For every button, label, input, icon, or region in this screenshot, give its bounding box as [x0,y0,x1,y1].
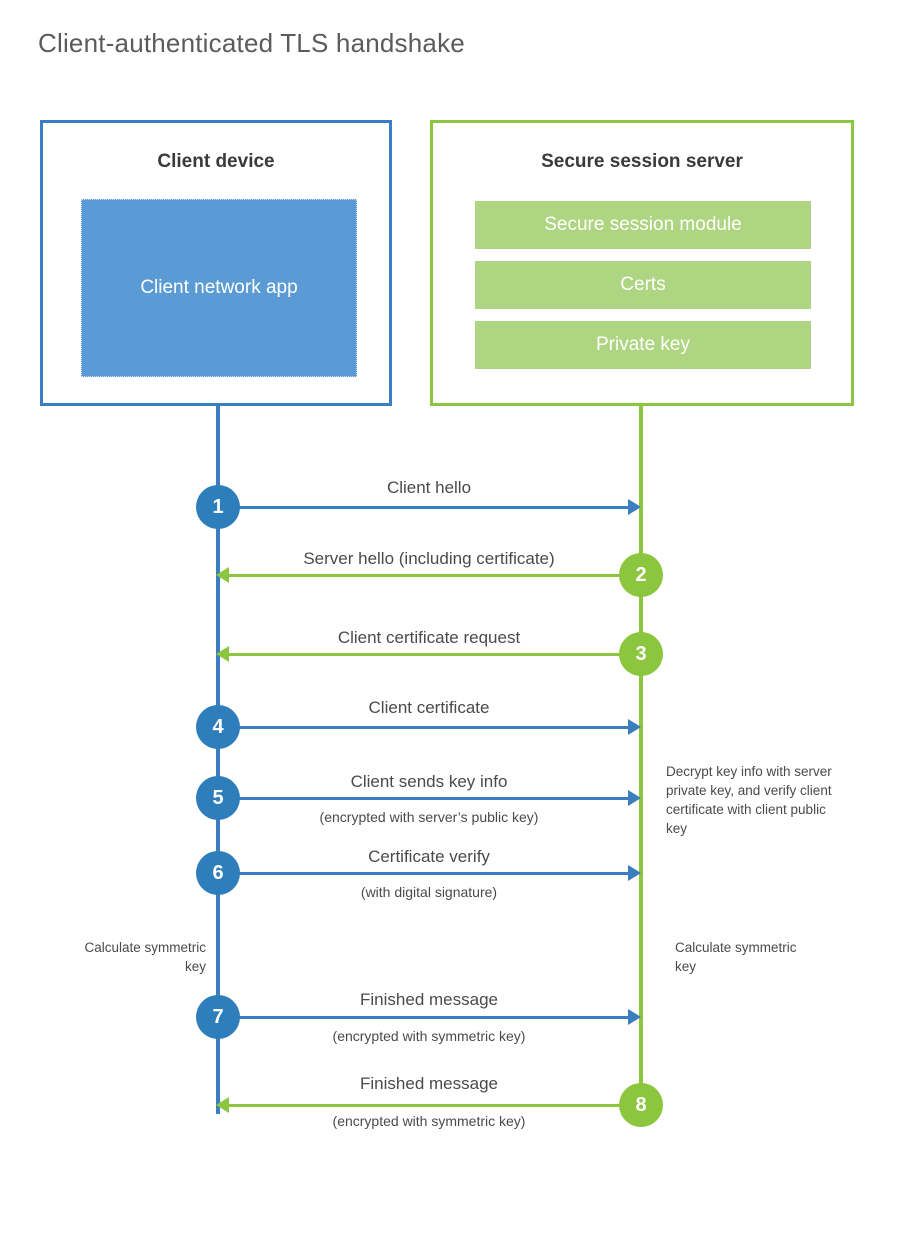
secure-session-server-title: Secure session server [541,151,743,172]
server-component-certs: Certs [475,261,811,309]
message-3-arrow-head [216,646,229,662]
step-badge-2: 2 [619,553,663,597]
message-6-arrow-line [218,872,630,875]
step-badge-4: 4 [196,705,240,749]
message-1-label: Client hello [386,478,472,497]
message-1-arrow-head [628,499,641,515]
secure-session-server-box: Secure session server Secure session mod… [430,120,854,406]
message-2-label: Server hello (including certificate) [303,549,555,568]
step-badge-1: 1 [196,485,240,529]
message-8-arrow-line [228,1104,641,1107]
message-3-label: Client certificate request [337,628,521,647]
server-calculate-symmetric-key-note: Calculate symmetric key [675,940,797,975]
message-2-arrow-line [228,574,641,577]
message-7-label: Finished message [360,990,498,1009]
message-8-sublabel: (encrypted with symmetric key) [332,1113,526,1129]
message-5-label: Client sends key info [350,772,508,791]
step-badge-7: 7 [196,995,240,1039]
server-component-label: Private key [596,334,690,355]
message-8-label: Finished message [360,1074,498,1093]
client-device-box: Client device Client network app [40,120,392,406]
server-component-stack: Secure session module Certs Private key [475,201,811,381]
message-7-sublabel: (encrypted with symmetric key) [332,1028,526,1044]
message-4-arrow-head [628,719,641,735]
message-4-arrow-line [218,726,630,729]
server-lifeline [639,406,643,1106]
step-badge-5: 5 [196,776,240,820]
message-8-arrow-head [216,1097,229,1113]
message-5-sublabel: (encrypted with server’s public key) [319,809,539,825]
step-badge-8: 8 [619,1083,663,1127]
client-lifeline [216,406,220,1114]
server-decrypt-note: Decrypt key info with server private key… [666,764,832,837]
message-7-arrow-line [218,1016,630,1019]
message-4-label: Client certificate [368,698,490,717]
message-6-arrow-head [628,865,641,881]
message-3-arrow-line [228,653,641,656]
client-network-app-block: Client network app [81,199,357,377]
message-1-arrow-line [218,506,630,509]
client-network-app-label: Client network app [140,277,298,299]
message-7-arrow-head [628,1009,641,1025]
message-2-arrow-head [216,567,229,583]
server-component-label: Secure session module [544,214,742,235]
message-5-arrow-head [628,790,641,806]
step-badge-3: 3 [619,632,663,676]
message-6-label: Certificate verify [368,847,490,866]
server-component-private-key: Private key [475,321,811,369]
server-component-label: Certs [620,274,666,295]
client-device-title: Client device [157,151,275,172]
page-title: Client-authenticated TLS handshake [38,28,465,58]
client-calculate-symmetric-key-note: Calculate symmetric key [84,940,206,975]
step-badge-6: 6 [196,851,240,895]
message-6-sublabel: (with digital signature) [360,884,498,900]
message-5-arrow-line [218,797,630,800]
server-component-secure-session-module: Secure session module [475,201,811,249]
